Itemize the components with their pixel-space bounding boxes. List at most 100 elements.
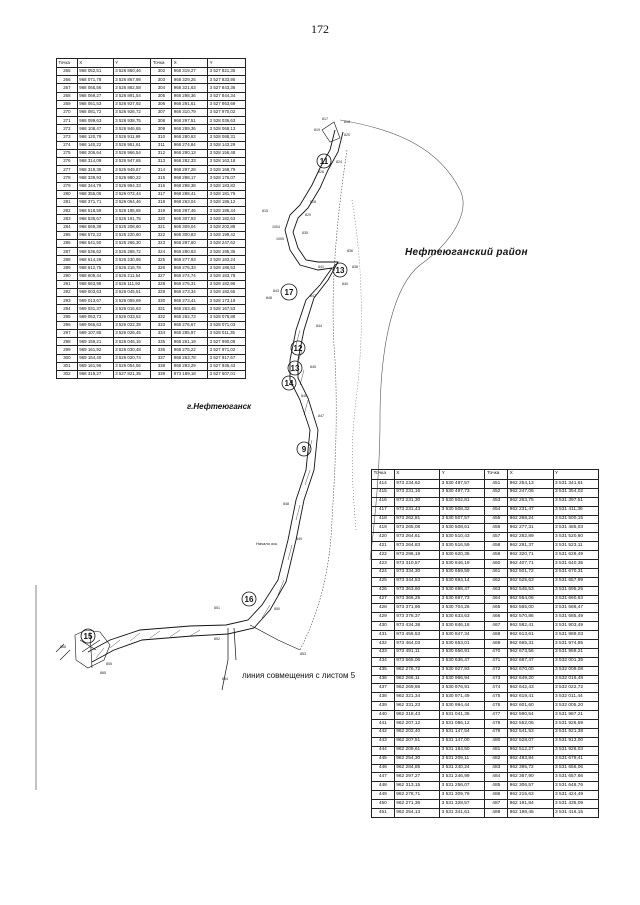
x-coordinate-cell: 973 231,43 xyxy=(393,505,441,516)
point-number-cell: 470 xyxy=(484,647,509,658)
top-feature xyxy=(321,121,341,143)
point-number-cell: 460 xyxy=(484,559,509,569)
point-number-cell: 437 xyxy=(371,683,395,694)
header-point: Точка xyxy=(484,469,509,480)
y-coordinate-cell: 3 526 111,92 xyxy=(112,279,152,290)
y-coordinate-cell: 3 528 036,63 xyxy=(207,116,246,126)
y-coordinate-cell: 3 531 926,59 xyxy=(552,719,600,729)
x-coordinate-cell: 962 278,71 xyxy=(393,790,441,801)
point-number-cell: 477 xyxy=(484,710,509,721)
header-x: X xyxy=(507,469,554,480)
y-coordinate-cell: 3 531 184,50 xyxy=(439,745,486,756)
x-coordinate-cell: 962 198,45 xyxy=(507,807,554,818)
y-coordinate-cell: 3 527 863,69 xyxy=(207,99,246,109)
y-coordinate-cell: 3 526 882,58 xyxy=(112,83,152,93)
x-coordinate-cell: 962 277,31 xyxy=(507,523,554,534)
y-coordinate-cell: 3 530 698,47 xyxy=(439,585,486,596)
point-number-cell: 448 xyxy=(371,781,395,792)
corridor-hatch xyxy=(95,329,313,659)
x-coordinate-cell: 973 296,19 xyxy=(393,550,441,561)
y-coordinate-cell: 3 526 064,46 xyxy=(112,197,152,208)
y-coordinate-cell: 3 526 045,51 xyxy=(112,288,152,298)
point-label: 824 xyxy=(336,160,342,164)
x-coordinate-cell: 962 554,06 xyxy=(507,594,554,605)
point-number-cell: 304 xyxy=(150,83,173,93)
x-coordinate-cell: 962 687,47 xyxy=(507,656,554,667)
point-label: 843 xyxy=(273,289,279,293)
point-number-cell: 273 xyxy=(56,132,78,142)
y-coordinate-cell: 3 530 510,43 xyxy=(439,532,486,543)
point-label: 817 xyxy=(322,117,328,121)
x-coordinate-cell: 968 291,61 xyxy=(171,99,209,109)
point-label: 849 xyxy=(296,537,302,541)
point-number-cell: 429 xyxy=(371,612,395,623)
y-coordinate-cell: 3 530 659,59 xyxy=(439,567,486,578)
y-coordinate-cell: 3 526 938,75 xyxy=(112,116,152,126)
y-coordinate-cell: 3 526 072,44 xyxy=(112,189,152,200)
x-coordinate-cell: 962 209,61 xyxy=(393,745,441,756)
y-coordinate-cell: 3 527 936,43 xyxy=(207,361,246,371)
point-number-cell: 319 xyxy=(150,206,173,216)
point-number-cell: 306 xyxy=(150,99,173,109)
x-coordinate-cell: 968 572,22 xyxy=(76,230,114,240)
y-coordinate-cell: 3 531 256,07 xyxy=(439,781,486,792)
x-coordinate-cell: 962 395,72 xyxy=(507,763,554,774)
x-coordinate-cell: 973 189,18 xyxy=(171,369,209,380)
x-coordinate-cell: 962 266,11 xyxy=(393,674,441,685)
y-coordinate-cell: 3 530 971,49 xyxy=(439,692,486,703)
point-number-cell: 426 xyxy=(371,585,395,596)
y-coordinate-cell: 3 532 022,72 xyxy=(552,683,600,694)
y-coordinate-cell: 3 532 001,35 xyxy=(552,656,600,667)
x-coordinate-cell: 968 263,45 xyxy=(171,304,209,314)
x-coordinate-cell: 968 518,59 xyxy=(76,206,114,216)
x-coordinate-cell: 968 609,44 xyxy=(76,271,114,281)
x-coordinate-cell: 962 407,71 xyxy=(507,559,554,569)
point-number-cell: 471 xyxy=(484,656,509,667)
x-coordinate-cell: 968 274,84 xyxy=(171,140,209,150)
y-coordinate-cell: 3 528 076,88 xyxy=(207,312,246,322)
y-coordinate-cell: 3 528 183,82 xyxy=(207,181,246,191)
y-coordinate-cell: 3 528 173,19 xyxy=(207,296,246,306)
x-coordinate-cell: 962 570,86 xyxy=(507,612,554,623)
x-coordinate-cell: 968 329,25 xyxy=(171,75,209,85)
y-coordinate-cell: 3 526 867,98 xyxy=(112,75,152,85)
y-coordinate-cell: 3 528 181,76 xyxy=(207,189,246,200)
y-coordinate-cell: 3 531 520,60 xyxy=(552,532,600,543)
point-label: 852 xyxy=(214,637,220,641)
x-coordinate-cell: 968 536,62 xyxy=(76,247,114,257)
point-number-cell: 482 xyxy=(484,754,509,765)
x-coordinate-cell: 968 319,36 xyxy=(76,165,114,175)
x-coordinate-cell: 973 434,38 xyxy=(393,621,441,632)
x-coordinate-cell: 962 331,23 xyxy=(393,701,441,712)
point-number-cell: 331 xyxy=(150,304,173,314)
point-number-cell: 449 xyxy=(371,790,395,801)
point-number-cell: 332 xyxy=(150,312,173,322)
marker-label: 11 xyxy=(320,157,329,166)
x-coordinate-cell: 962 642,43 xyxy=(507,683,554,694)
point-number-cell: 315 xyxy=(150,173,173,183)
y-coordinate-cell: 3 531 397,51 xyxy=(552,496,600,507)
x-coordinate-cell: 968 287,46 xyxy=(171,206,209,216)
point-number-cell: 308 xyxy=(150,116,173,126)
y-coordinate-cell: 3 531 660,63 xyxy=(552,594,600,605)
point-label: 851 xyxy=(214,606,220,610)
y-coordinate-cell: 3 526 951,61 xyxy=(112,140,152,150)
x-coordinate-cell: 968 140,22 xyxy=(76,140,114,150)
y-coordinate-cell: 3 526 191,75 xyxy=(112,214,152,224)
point-number-cell: 417 xyxy=(371,505,395,516)
x-coordinate-cell: 973 371,96 xyxy=(393,603,441,614)
